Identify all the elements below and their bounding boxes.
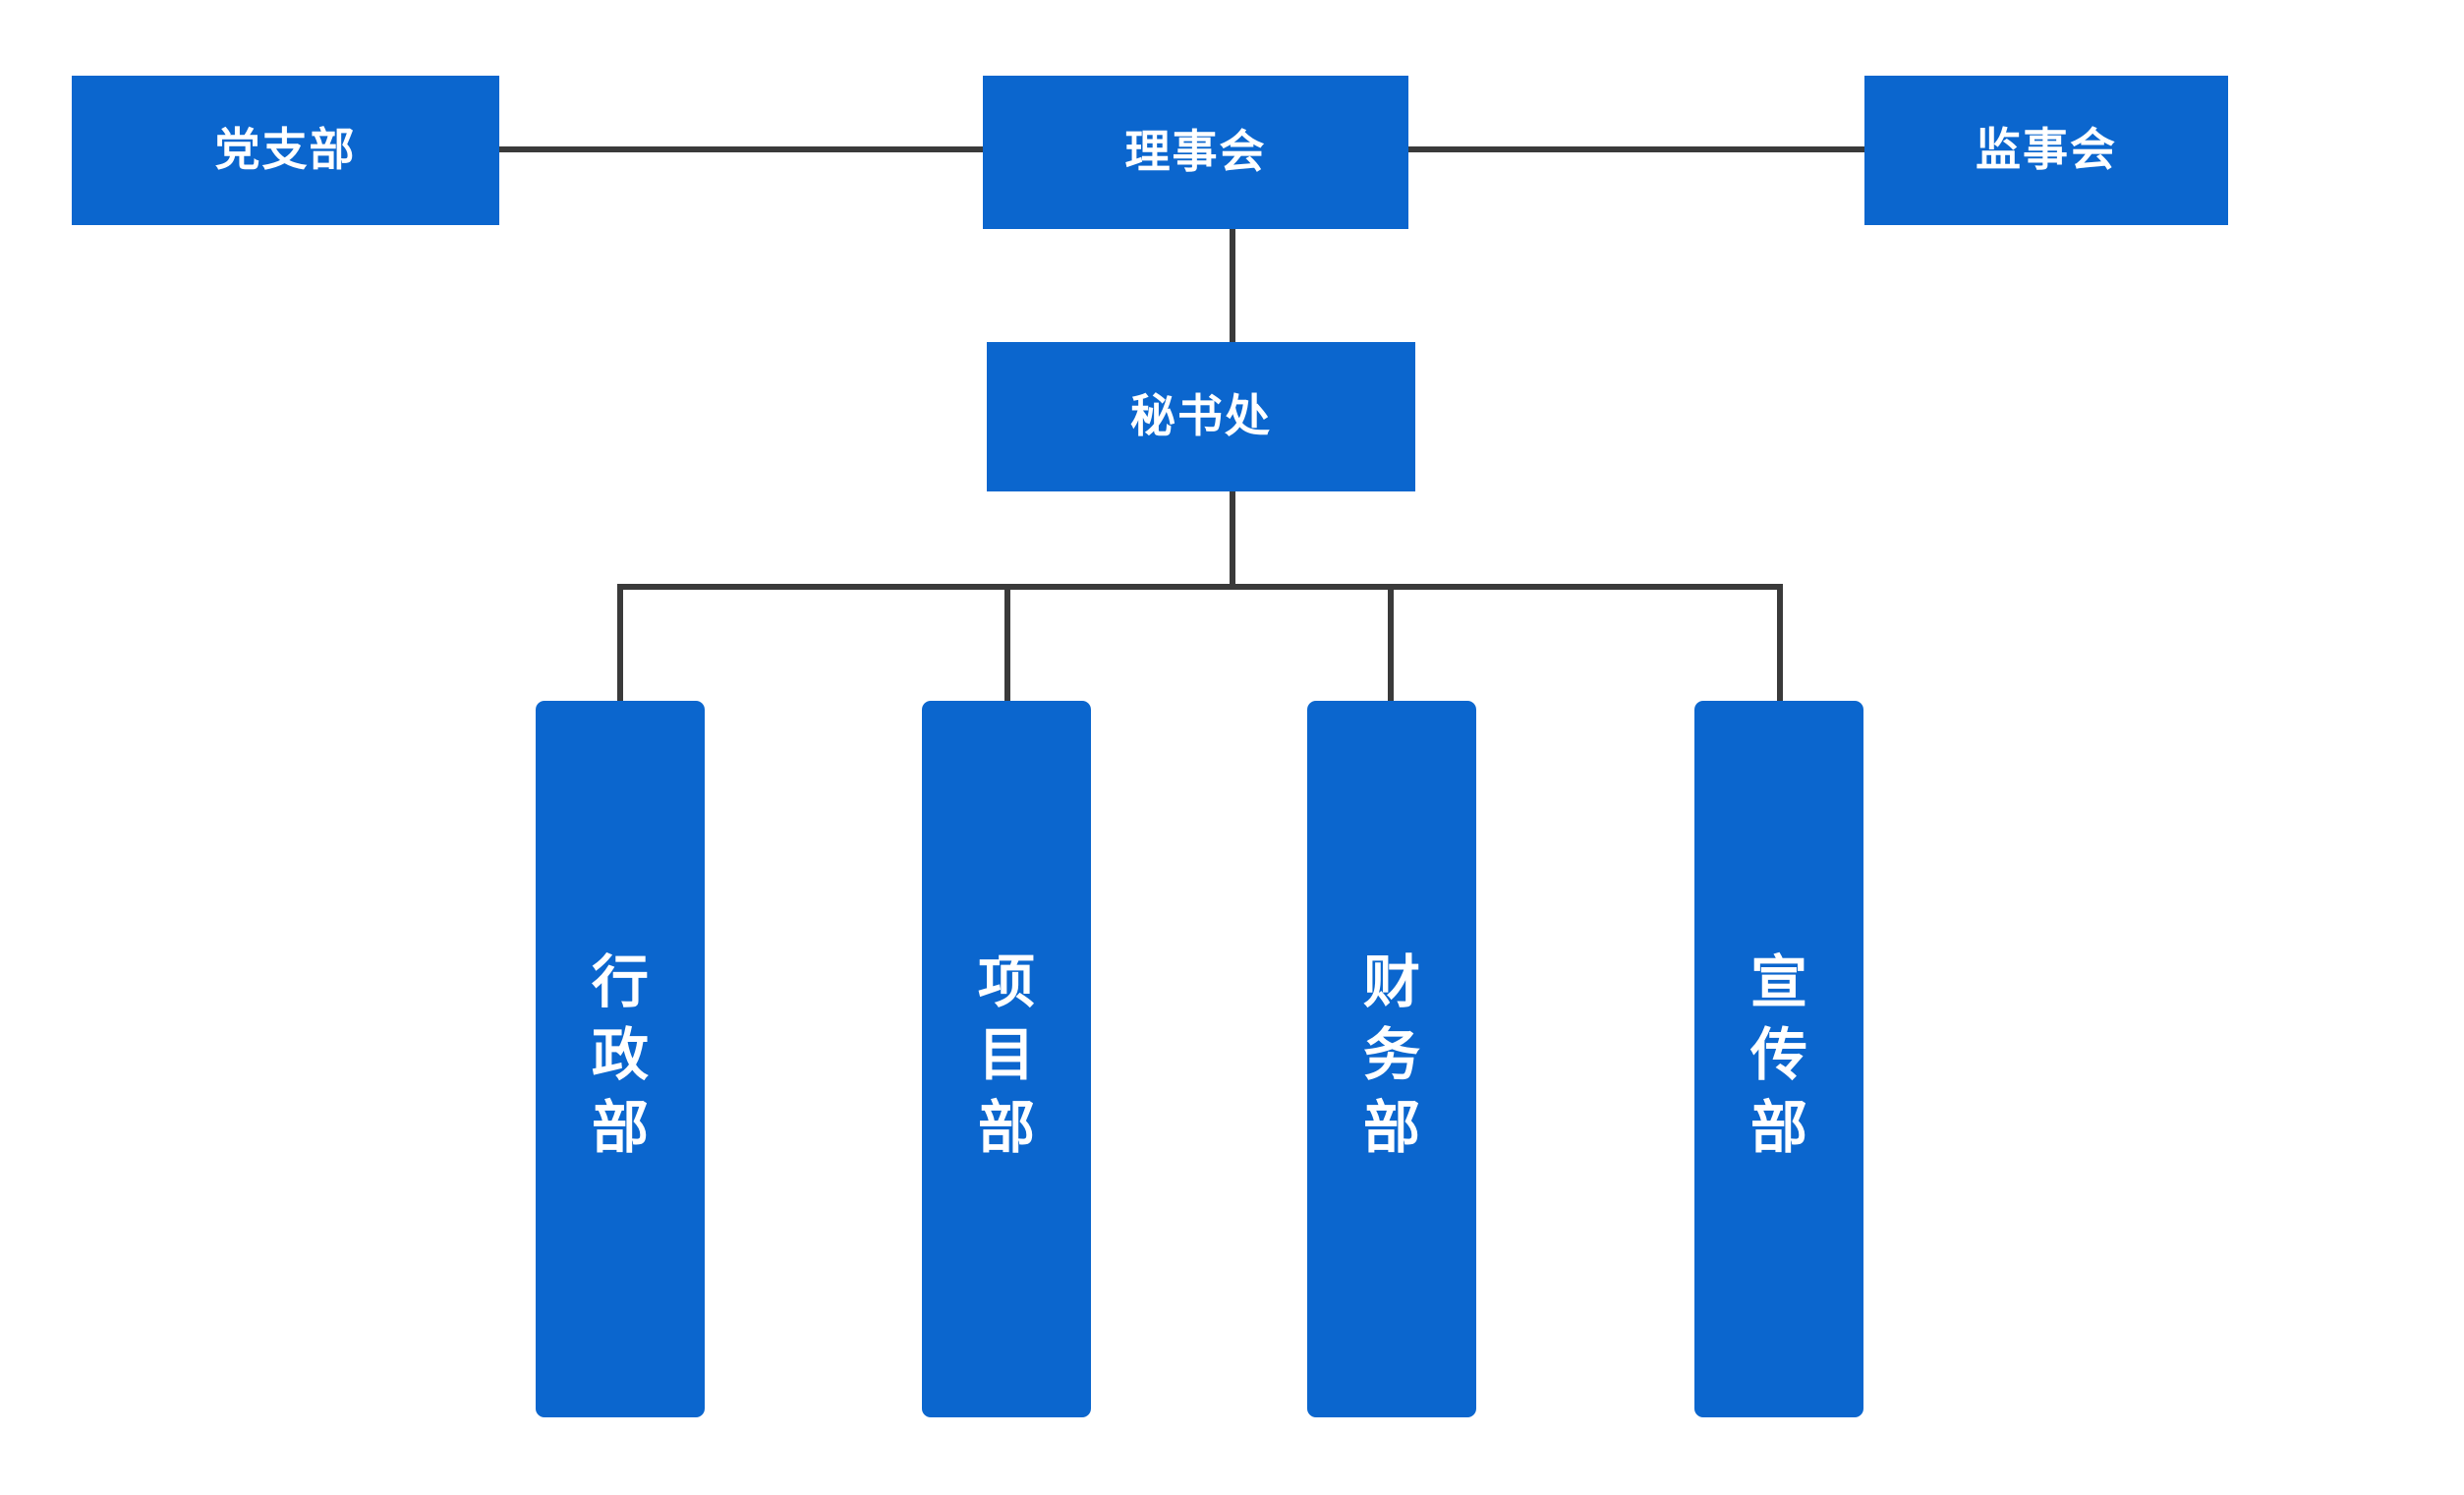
node-label-char: 项 [977, 950, 1035, 1014]
node-label-board: 理事会 [1124, 126, 1267, 178]
connector-secretariat-drop [1230, 491, 1235, 590]
connector-drop-project [1004, 584, 1010, 702]
node-label-admin-dept: 行 政 部 [536, 947, 705, 1166]
node-label-char: 宣 [1749, 950, 1807, 1014]
node-finance-dept[interactable]: 财 务 部 [1307, 701, 1476, 1417]
node-label-char: 目 [977, 1023, 1035, 1088]
node-board[interactable]: 理事会 [983, 76, 1408, 229]
connector-drop-admin [617, 584, 623, 702]
node-label-party-branch: 党支部 [214, 124, 357, 176]
node-publicity-dept[interactable]: 宣 传 部 [1694, 701, 1863, 1417]
connector-drop-finance [1388, 584, 1394, 702]
node-party-branch[interactable]: 党支部 [72, 76, 499, 225]
node-label-secretariat: 秘书处 [1130, 390, 1272, 442]
node-label-char: 部 [977, 1096, 1035, 1161]
connector-board-to-supervisors [1408, 146, 1866, 152]
connector-party-to-board [499, 146, 985, 152]
node-label-supervisors: 监事会 [1976, 124, 2117, 176]
node-project-dept[interactable]: 项 目 部 [922, 701, 1091, 1417]
node-label-char: 部 [1749, 1096, 1807, 1161]
node-label-char: 务 [1362, 1023, 1420, 1088]
node-secretariat[interactable]: 秘书处 [987, 342, 1415, 491]
connector-department-bus [617, 584, 1783, 590]
node-label-char: 政 [591, 1023, 649, 1088]
node-label-char: 部 [591, 1096, 649, 1161]
node-label-char: 财 [1362, 950, 1420, 1014]
node-label-char: 传 [1749, 1023, 1807, 1088]
node-label-char: 行 [591, 950, 649, 1014]
node-label-finance-dept: 财 务 部 [1307, 947, 1476, 1166]
node-supervisors[interactable]: 监事会 [1864, 76, 2228, 225]
node-label-publicity-dept: 宣 传 部 [1694, 947, 1863, 1166]
node-label-char: 部 [1362, 1096, 1420, 1161]
connector-board-to-secretariat [1230, 229, 1235, 344]
node-admin-dept[interactable]: 行 政 部 [536, 701, 705, 1417]
node-label-project-dept: 项 目 部 [922, 947, 1091, 1166]
connector-drop-publicity [1777, 584, 1783, 702]
